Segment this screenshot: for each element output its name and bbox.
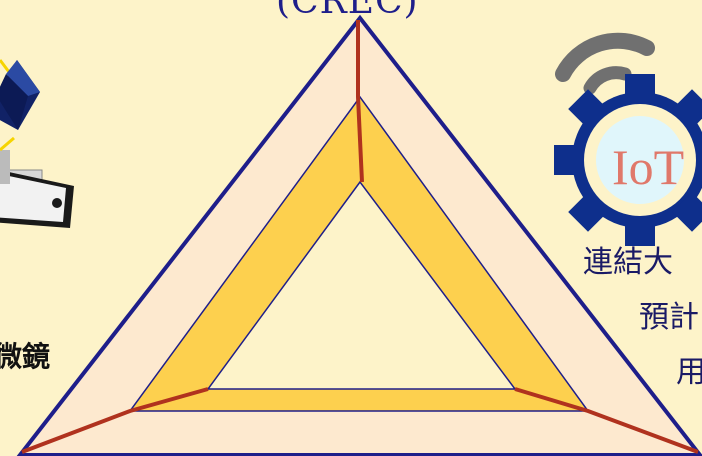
cube-on-chip-icon: [0, 59, 74, 228]
right-text-line-1: 連結大: [583, 245, 673, 280]
top-vertex-label: (CREC): [276, 0, 419, 22]
spoke-left: [21, 387, 209, 454]
right-text-line-2: 預計: [639, 300, 699, 335]
right-text-line-3: 用: [676, 355, 702, 390]
triangle-spokes: [21, 20, 699, 454]
spoke-right: [514, 387, 699, 454]
left-vertex-label: 微鏡: [0, 340, 51, 373]
iot-label: IoT: [612, 139, 685, 195]
inner-triangle: [206, 180, 517, 390]
gear-wifi-icon: [554, 32, 702, 246]
spoke-top: [356, 20, 364, 183]
